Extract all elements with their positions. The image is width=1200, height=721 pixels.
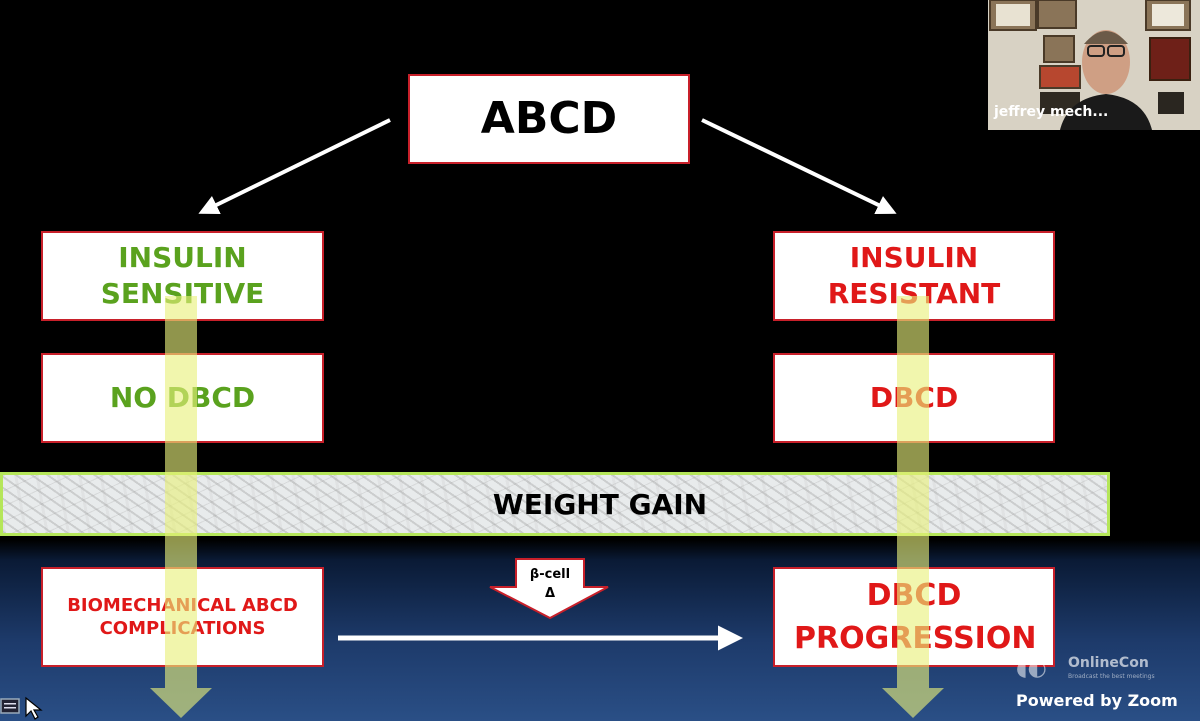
insulin-resistant-box: INSULIN RESISTANT (773, 231, 1055, 321)
arrow-icon (150, 296, 212, 718)
onlinecon-watermark: ◖◐ OnlineCon Broadcast the best meetings… (1010, 652, 1195, 714)
arrow-icon (701, 118, 897, 215)
watermark-brand: OnlineCon (1068, 655, 1149, 671)
cursor-icon[interactable] (25, 696, 43, 720)
participant-video (988, 0, 1200, 130)
abcd-title: ABCD (480, 93, 618, 145)
arrow-icon (198, 118, 391, 214)
beta-cell-label: β-cell (530, 567, 570, 582)
abcd-title-box: ABCD (408, 74, 690, 164)
bottom-tray (0, 696, 50, 721)
participant-name: jeffrey mech... (994, 104, 1109, 120)
arrow-icon (882, 296, 944, 718)
participant-video-thumbnail[interactable]: jeffrey mech... (988, 0, 1200, 130)
screen-share-icon[interactable] (0, 698, 20, 714)
watermark-tagline: Broadcast the best meetings (1068, 673, 1155, 680)
weight-gain-label: WEIGHT GAIN (492, 487, 708, 521)
powered-by-zoom: Powered by Zoom (1016, 691, 1178, 710)
onlinecon-logo-icon: ◖◐ (1016, 656, 1047, 681)
beta-cell-arrow: β-cell Δ (489, 558, 609, 620)
beta-cell-delta: Δ (545, 586, 555, 601)
